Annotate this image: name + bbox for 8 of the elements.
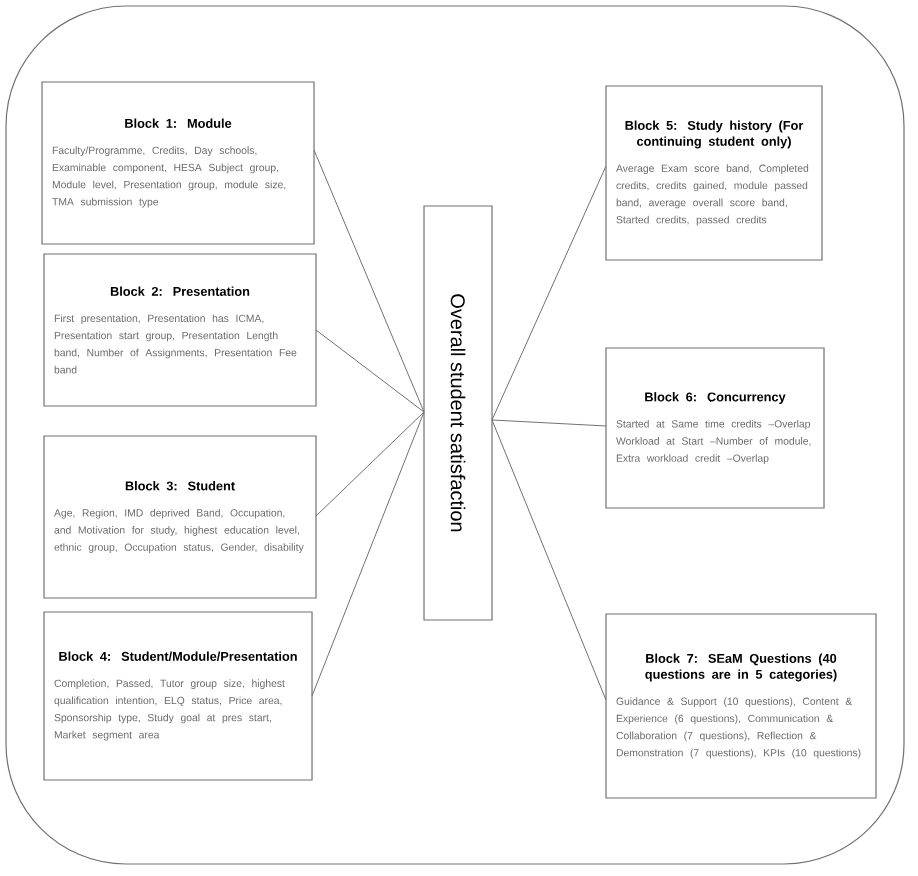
- connector-line: [491, 419, 607, 427]
- connector-line: [315, 329, 425, 413]
- target-box: Overall student satisfaction: [423, 205, 493, 621]
- connector-line: [491, 165, 607, 421]
- connector-line: [315, 411, 425, 517]
- connector-line: [313, 149, 425, 413]
- connector-line: [491, 419, 607, 701]
- connector-line: [311, 411, 425, 697]
